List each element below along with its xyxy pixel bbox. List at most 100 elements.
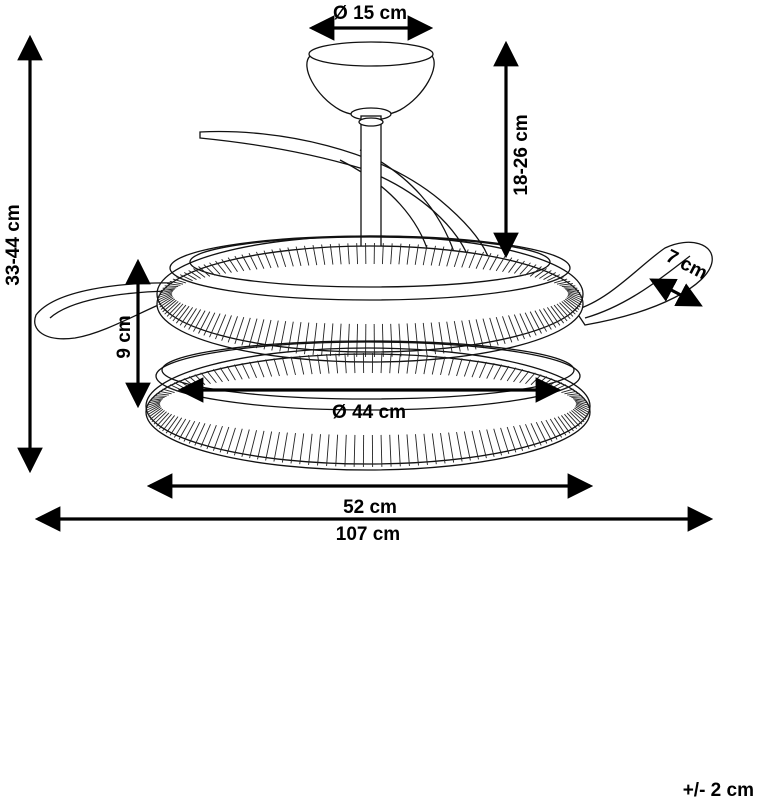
crystal-tick <box>226 365 236 381</box>
crystal-tick <box>188 270 201 279</box>
crystal-tick <box>495 255 506 272</box>
crystal-tick <box>431 355 437 375</box>
crystal-tick <box>438 246 445 266</box>
crystal-tick <box>158 291 173 296</box>
crystal-tick <box>241 362 250 379</box>
crystal-tick <box>574 399 588 404</box>
crystal-tick <box>344 353 347 374</box>
crystal-tick <box>564 413 578 430</box>
crystal-tick <box>317 354 321 374</box>
crystal-tick <box>321 244 326 265</box>
crystal-tick <box>164 285 179 287</box>
crystal-tick <box>398 323 402 357</box>
crystal-tick <box>564 298 580 310</box>
crystal-tick <box>567 292 582 299</box>
downrod <box>360 115 382 257</box>
crystal-tick <box>249 361 257 379</box>
crystal-tick <box>486 429 495 457</box>
crystal-tick <box>221 315 232 341</box>
crystal-tick <box>479 430 487 459</box>
crystal-tick <box>563 299 578 313</box>
crystal-tick <box>479 361 487 379</box>
crystal-tick <box>329 323 334 357</box>
crystal-tick <box>508 259 519 273</box>
crystal-tick <box>273 358 280 377</box>
crystal-tick <box>529 311 542 334</box>
crystal-tick <box>430 322 436 355</box>
crystal-tick <box>159 289 174 294</box>
crystal-tick <box>158 292 173 299</box>
crystal-tick <box>299 433 305 465</box>
crystal-tick <box>519 425 530 450</box>
crystal-tick <box>423 355 428 375</box>
crystal-tick <box>299 355 305 375</box>
crystal-tick <box>550 305 565 324</box>
crystal-tick <box>567 294 583 303</box>
crystal-tick <box>482 252 492 270</box>
crystal-tick <box>431 433 437 465</box>
crystal-tick <box>308 433 313 465</box>
inner-diameter-label: Ø 44 cm <box>332 402 406 423</box>
crystal-tick <box>162 415 175 432</box>
crystal-tick <box>524 312 537 336</box>
crystal-tick <box>390 243 393 265</box>
crystal-tick <box>539 270 552 279</box>
crystal-tick <box>203 312 216 336</box>
crystal-tick <box>304 245 310 266</box>
crystal-tick <box>156 393 169 396</box>
crystal-tick <box>561 388 574 394</box>
crystal-tick <box>158 413 172 430</box>
crystal-tick <box>312 245 318 266</box>
crystal-tick <box>159 297 174 308</box>
crystal-tick <box>227 257 238 272</box>
crystal-tick <box>565 288 580 291</box>
crystal-tick <box>564 390 577 395</box>
crystal-tick <box>213 369 223 383</box>
crystal-tick <box>257 430 265 460</box>
crystal-tick <box>219 367 230 382</box>
crystal-tick <box>287 247 294 267</box>
crystal-tick <box>567 296 582 306</box>
span-width-label: 107 cm <box>336 524 400 545</box>
crystal-tick <box>571 410 585 423</box>
crystal-tick <box>553 278 568 284</box>
crystal-tick <box>146 403 161 411</box>
crystal-tick <box>561 301 576 315</box>
crystal-tick <box>295 322 302 354</box>
crystal-tick <box>206 425 217 450</box>
crystal-tick <box>513 425 524 451</box>
crystal-tick <box>414 323 419 356</box>
crystal-tick <box>248 318 258 347</box>
crystal-tick <box>166 283 181 286</box>
crystal-tick <box>569 411 583 425</box>
crystal-tick <box>489 317 499 346</box>
crystal-tick <box>183 308 197 328</box>
crystal-tick <box>430 245 436 266</box>
crystal-tick <box>179 307 194 326</box>
crystal-tick <box>148 407 162 418</box>
crystal-tick <box>150 398 163 401</box>
crystal-tick <box>209 313 221 338</box>
crystal-tick <box>169 417 183 436</box>
crystal-tick <box>308 355 313 375</box>
crystal-tick <box>241 429 250 457</box>
crystal-tick <box>471 360 479 378</box>
crystal-tick <box>281 357 288 376</box>
crystal-tick <box>347 323 350 357</box>
crystal-tick <box>573 398 586 401</box>
crystal-tick <box>249 430 257 459</box>
crystal-tick <box>176 276 190 283</box>
tolerance-note: +/- 2 cm <box>682 780 754 801</box>
crystal-tick <box>559 302 574 317</box>
crystal-tick <box>329 243 334 265</box>
crystal-tick <box>406 353 410 374</box>
crystal-tick <box>456 358 463 377</box>
crystal-tick <box>534 268 547 278</box>
crystal-tick <box>446 321 453 353</box>
crystal-tick <box>524 264 537 276</box>
crystal-tick <box>219 426 230 453</box>
crystal-tick <box>175 305 190 324</box>
crystal-tick <box>279 321 287 352</box>
crystal-tick <box>162 299 177 313</box>
